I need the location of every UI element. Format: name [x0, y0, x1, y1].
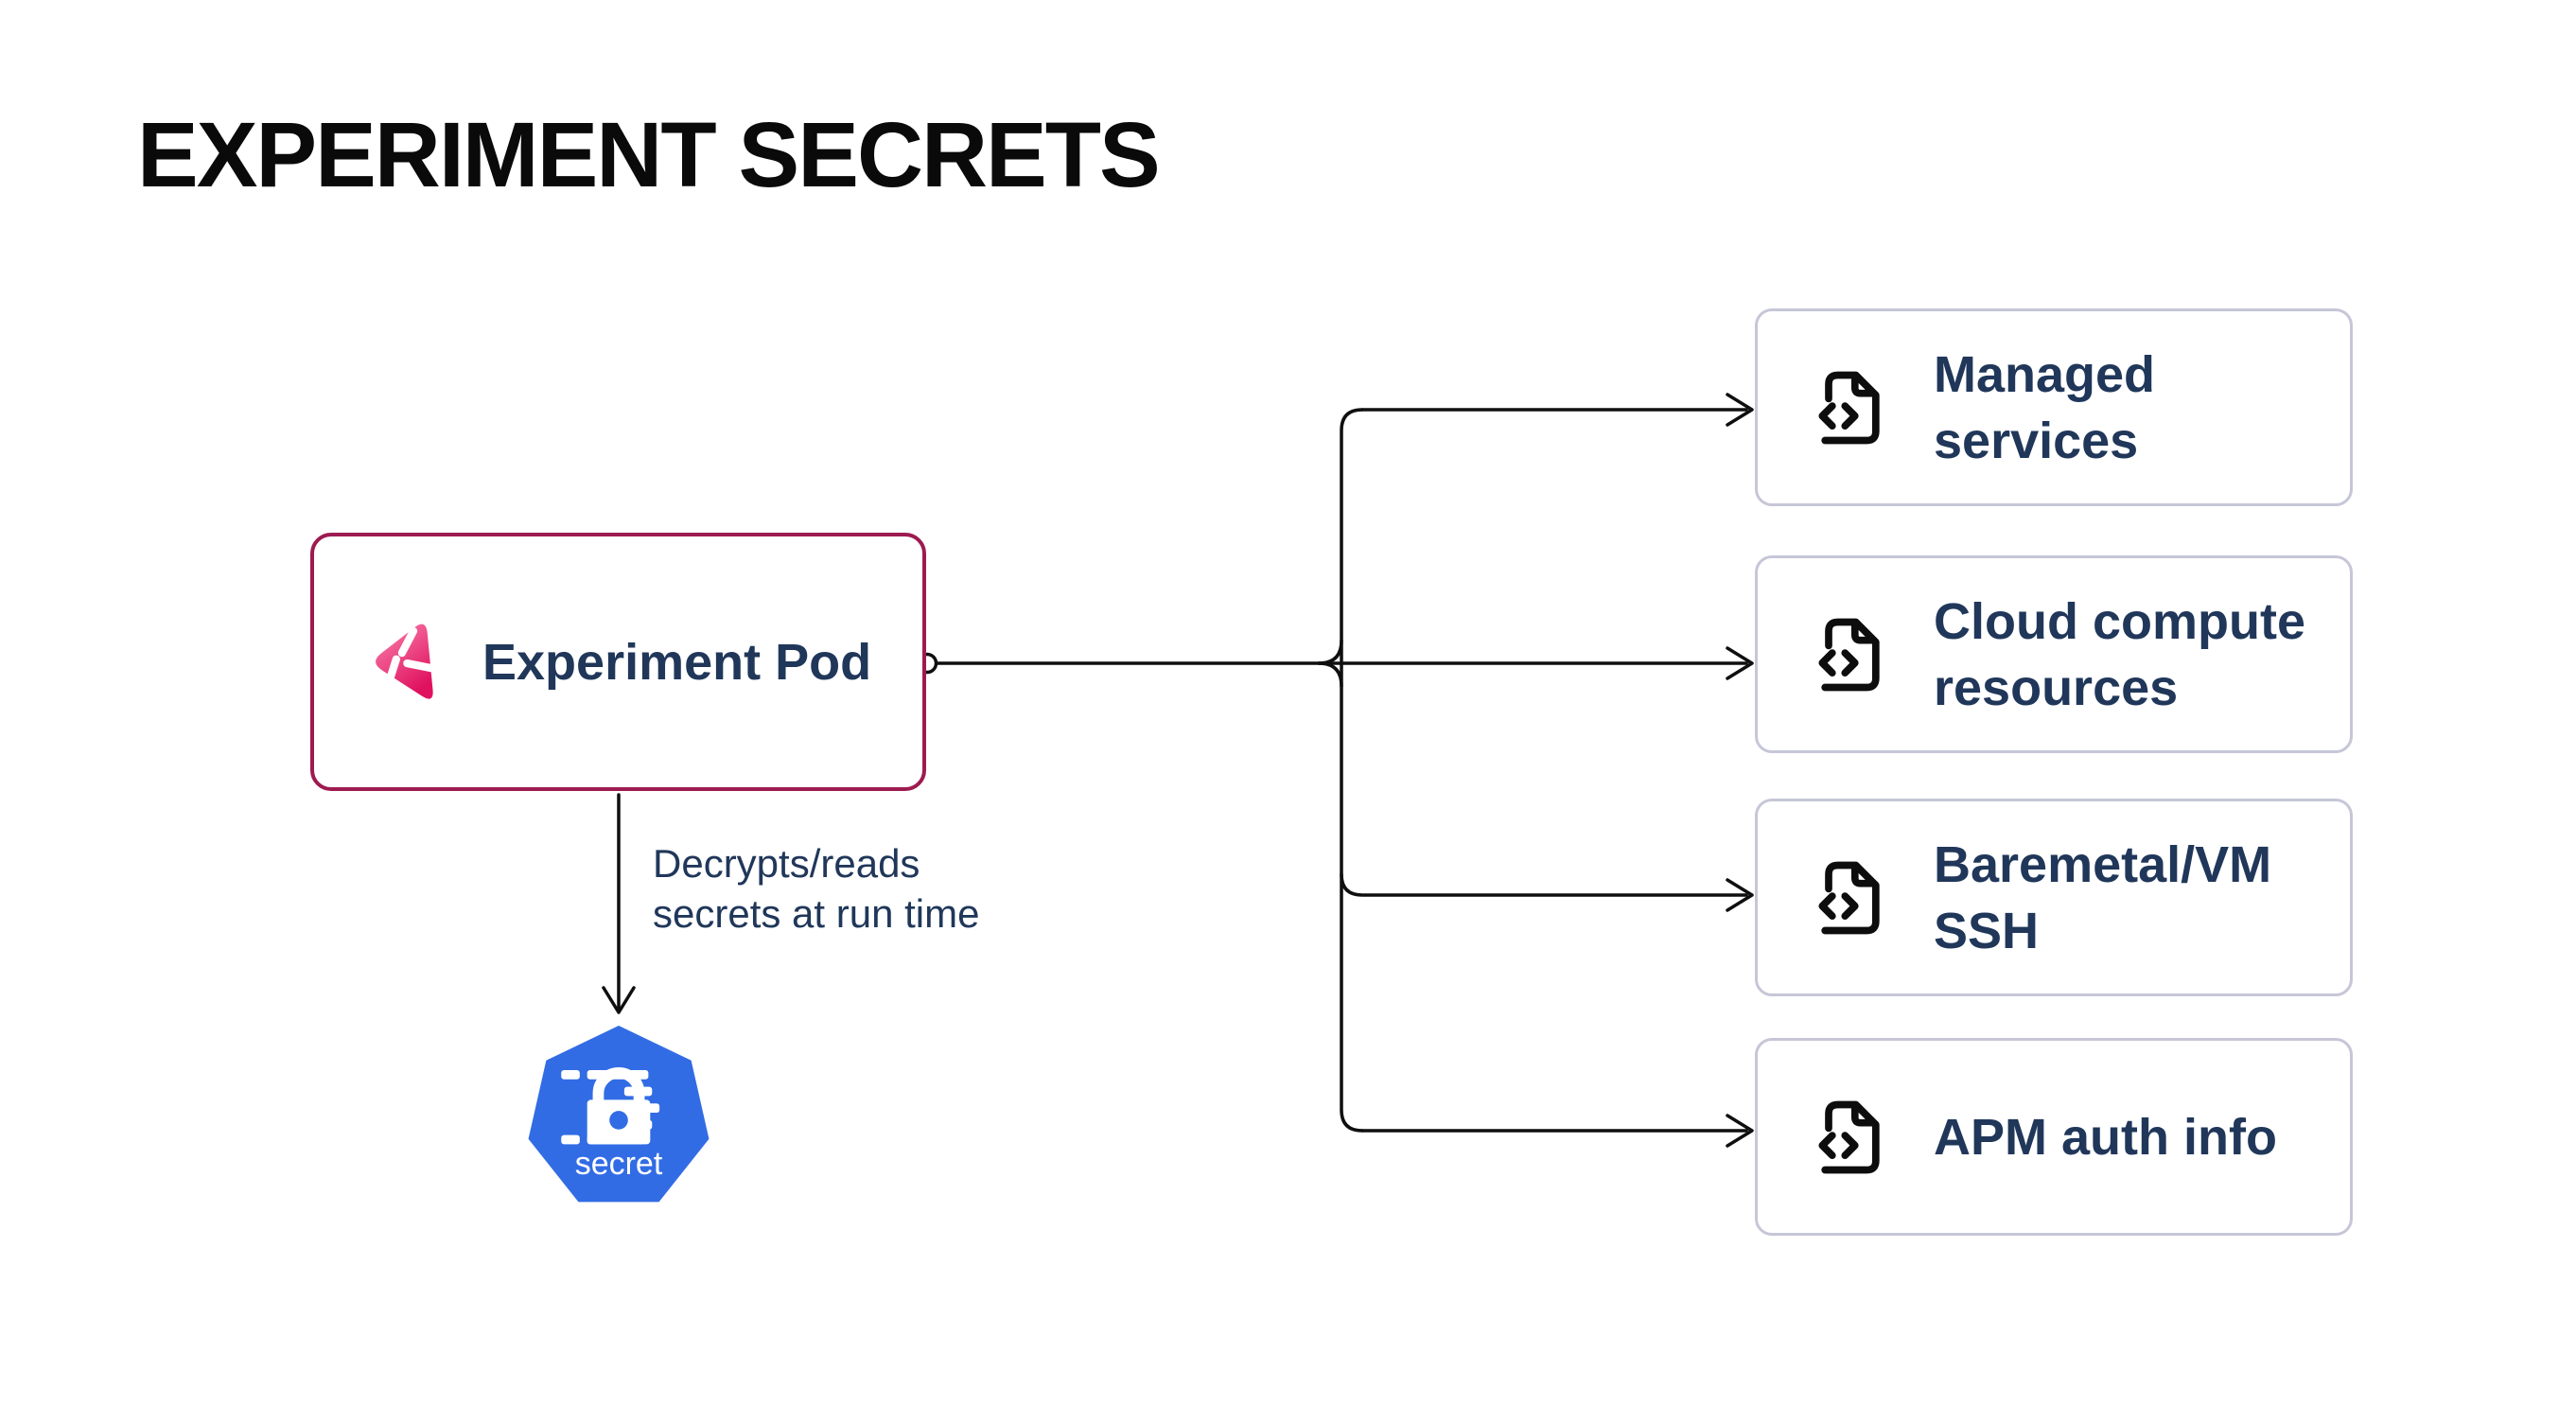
litmus-chaos-logo-icon — [376, 624, 441, 699]
target-node-managed-services: Managed services — [1755, 308, 2353, 506]
target-label-cloud-compute: Cloud compute resources — [1934, 592, 2305, 716]
file-code-icon — [1818, 861, 1880, 934]
file-code-icon — [1818, 618, 1880, 691]
target-node-cloud-compute: Cloud compute resources — [1755, 555, 2353, 753]
arrowhead-managed-services — [1726, 393, 1754, 427]
edge-note-label: Decrypts/reads secrets at run time — [653, 841, 980, 936]
arrowhead-baremetal — [1726, 878, 1754, 912]
page-title: EXPERIMENT SECRETS — [137, 103, 1161, 206]
experiment-pod-node: Experiment Pod — [310, 533, 926, 791]
target-label-apm-auth-info: APM auth info — [1934, 1108, 2277, 1166]
lock-icon — [587, 1067, 651, 1145]
target-label-managed-services: Managed services — [1934, 345, 2156, 469]
target-node-baremetal-vm-ssh: Baremetal/VM SSH — [1755, 799, 2353, 996]
experiment-pod-label: Experiment Pod — [482, 633, 872, 691]
arrowhead-cloud-compute — [1726, 646, 1754, 680]
k8s-secret-label: secret — [574, 1146, 663, 1182]
file-code-icon — [1818, 371, 1880, 444]
arrowhead-apm — [1726, 1114, 1754, 1148]
junction-fork-down — [1317, 661, 1343, 688]
file-code-icon — [1818, 1100, 1880, 1173]
target-label-baremetal-vm-ssh: Baremetal/VM SSH — [1934, 835, 2272, 959]
k8s-secret-icon — [528, 1025, 710, 1203]
junction-fork-up — [1317, 639, 1343, 665]
edge-to-baremetal — [1340, 872, 1748, 897]
arrowhead-secret — [602, 986, 636, 1014]
target-node-apm-auth-info: APM auth info — [1755, 1038, 2353, 1236]
k8s-secret-node: secret — [526, 1025, 711, 1206]
branch-trunk — [1340, 408, 1364, 1133]
